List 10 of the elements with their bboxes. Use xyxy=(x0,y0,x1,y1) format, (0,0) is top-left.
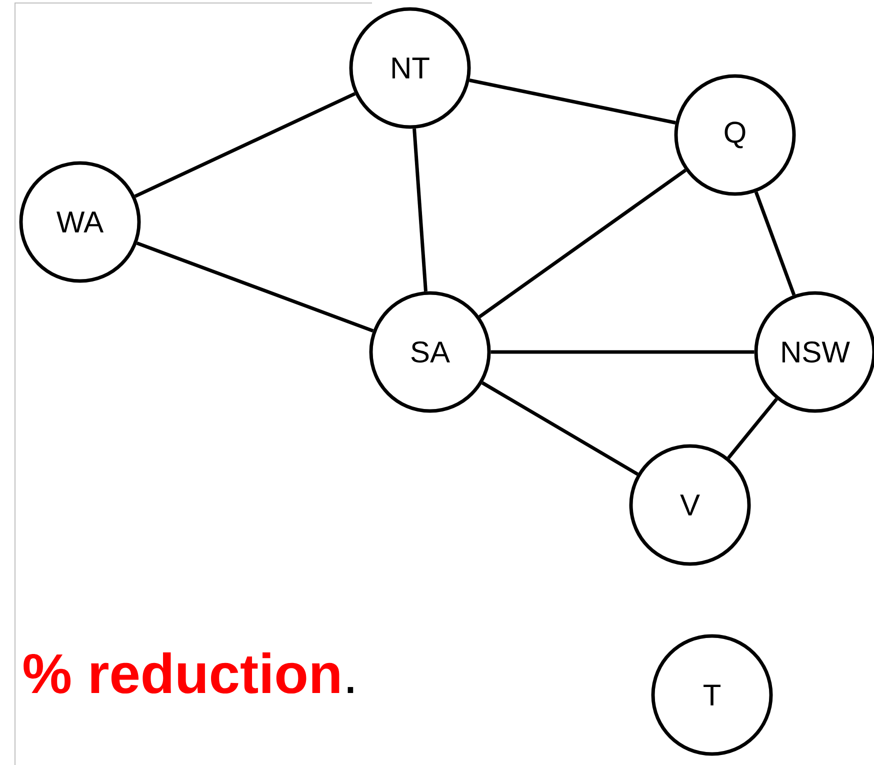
edge-line xyxy=(754,191,796,296)
edge-line xyxy=(478,168,687,318)
edge-line xyxy=(481,381,639,476)
edge-line xyxy=(469,78,676,124)
edge-line xyxy=(490,350,754,354)
note-text: % reduction. xyxy=(24,652,354,694)
edge-line xyxy=(136,242,374,332)
edge-line xyxy=(412,128,428,292)
edge-line xyxy=(134,92,356,198)
edge-line xyxy=(727,398,778,460)
